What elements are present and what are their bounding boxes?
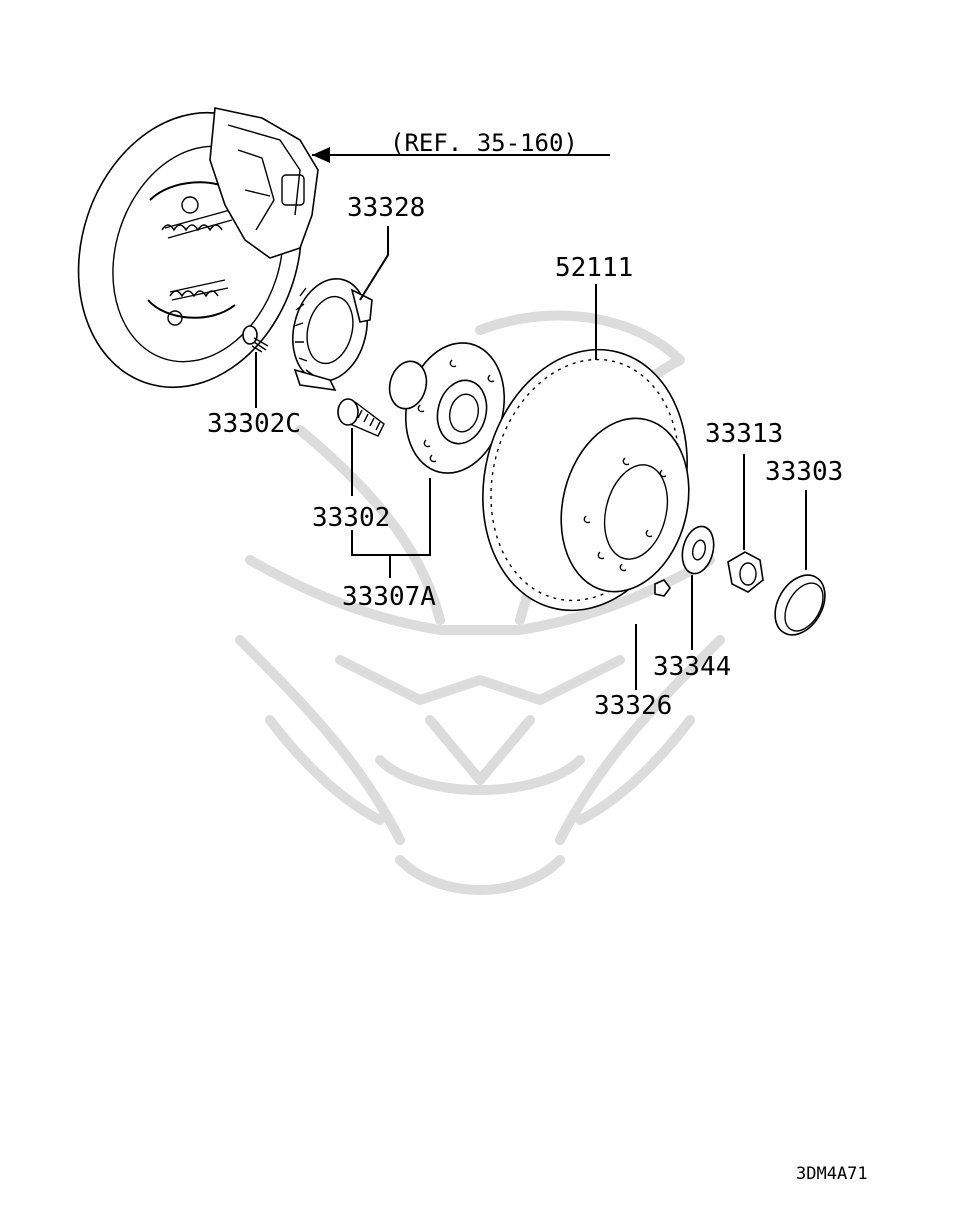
part-label-33326: 33326	[594, 691, 672, 721]
part-label-52111: 52111	[555, 253, 633, 283]
part-label-33344: 33344	[653, 652, 731, 682]
part-label-33307a: 33307A	[342, 582, 436, 612]
reference-label: (REF. 35-160)	[390, 129, 578, 157]
brake-caliper	[209, 107, 319, 259]
bolt-33302c	[242, 325, 269, 353]
part-label-33302: 33302	[312, 503, 390, 533]
washer-33344	[681, 525, 715, 575]
part-label-33303: 33303	[765, 457, 843, 487]
brake-rotor-52111	[482, 348, 690, 612]
lock-nut-33313	[727, 551, 764, 593]
wheel-hub-33307a	[388, 342, 506, 474]
hub-cap-33303	[774, 574, 826, 636]
part-label-33328: 33328	[347, 193, 425, 223]
hub-bolt-33302	[337, 398, 385, 437]
tone-ring-33328	[292, 277, 373, 392]
part-label-33313: 33313	[705, 419, 783, 449]
nut-33326	[654, 579, 671, 597]
drawing-code: 3DM4A71	[796, 1164, 868, 1184]
part-label-33302c: 33302C	[207, 409, 301, 439]
